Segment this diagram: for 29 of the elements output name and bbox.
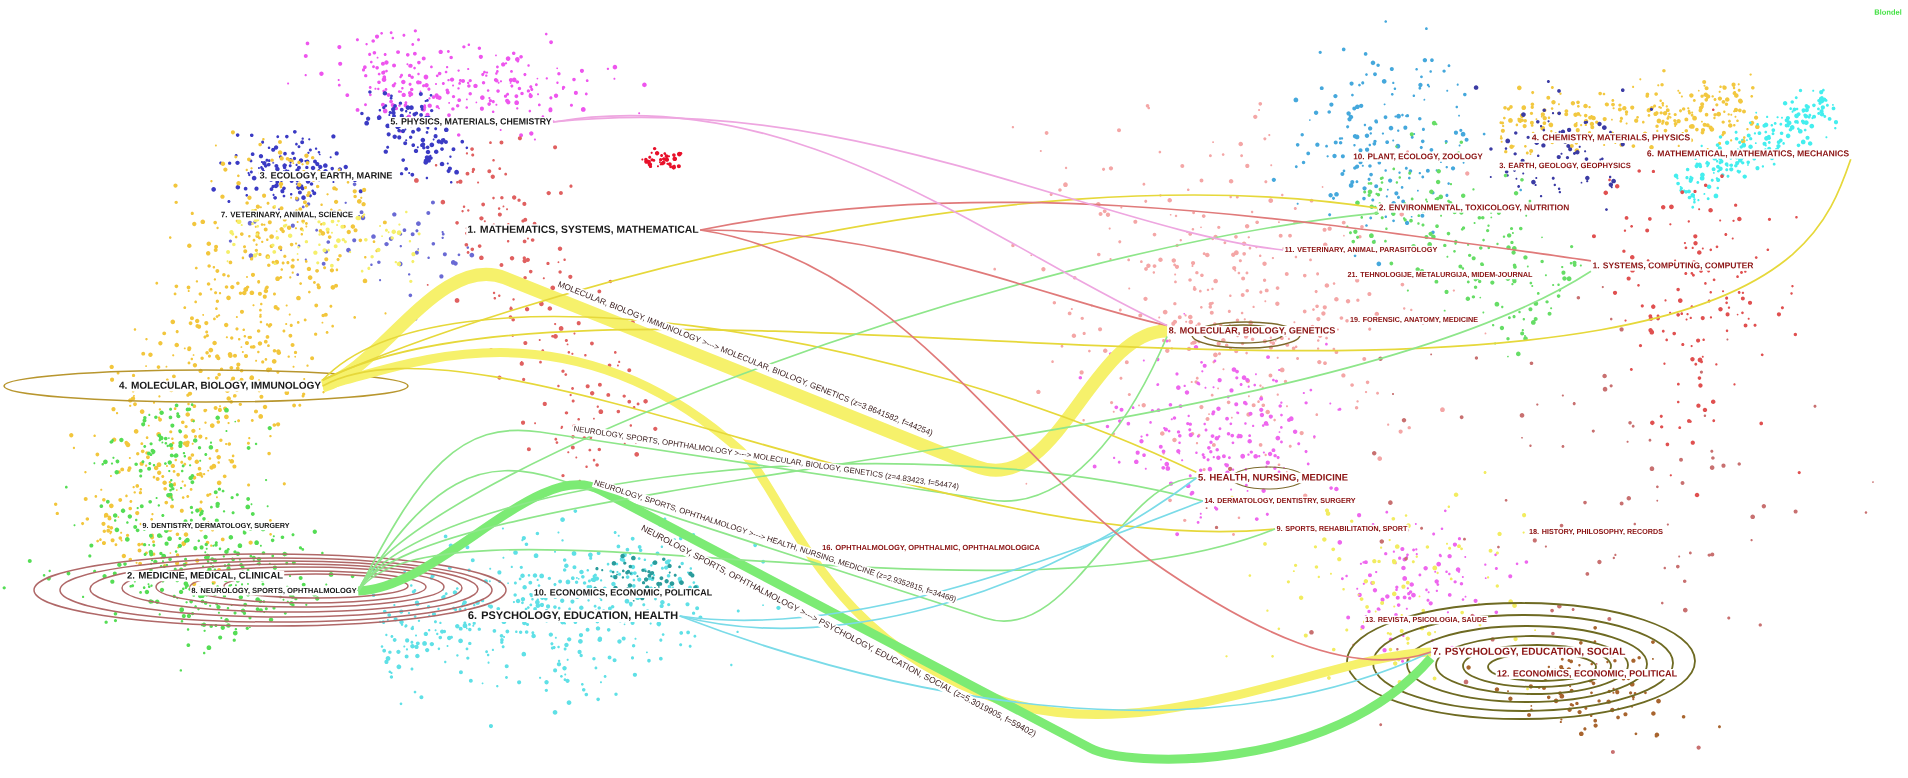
- cluster-label: 12. ECONOMICS, ECONOMIC, POLITICAL: [1495, 668, 1679, 680]
- cluster-label: 7. PSYCHOLOGY, EDUCATION, SOCIAL: [1431, 646, 1627, 658]
- citation-arc: [321, 368, 1276, 532]
- cluster-label: 4. CHEMISTRY, MATERIALS, PHYSICS: [1530, 133, 1692, 143]
- citation-arc: [678, 615, 1432, 711]
- cluster-label: 10. ECONOMICS, ECONOMIC, POLITICAL: [532, 587, 714, 599]
- citation-arc: [357, 480, 1435, 764]
- citation-arc: [321, 158, 1852, 381]
- cluster-label: 8. MOLECULAR, BIOLOGY, GENETICS: [1167, 325, 1337, 337]
- cluster-label: 10. PLANT, ECOLOGY, ZOOLOGY: [1352, 152, 1484, 162]
- citation-arc: [678, 500, 1204, 621]
- citation-arc: [357, 212, 1379, 592]
- citation-arc: [699, 229, 1168, 327]
- citation-arc: [357, 528, 1276, 592]
- cluster-label: 5. PHYSICS, MATERIALS, CHEMISTRY: [389, 117, 553, 127]
- cluster-label: 5. HEALTH, NURSING, MEDICINE: [1196, 472, 1350, 484]
- cluster-label: 2. MEDICINE, MEDICAL, CLINICAL: [125, 570, 285, 582]
- cluster-label: 2. ENVIRONMENTAL, TOXICOLOGY, NUTRITION: [1377, 203, 1571, 213]
- cluster-label: 6. PSYCHOLOGY, EDUCATION, HEALTH: [466, 610, 680, 622]
- citation-arc: [552, 116, 1284, 251]
- citation-arc: [321, 348, 1432, 719]
- cluster-label: 6. MATHEMATICAL, MATHEMATICS, MECHANICS: [1645, 149, 1851, 159]
- cluster-label: 3. ECOLOGY, EARTH, MARINE: [258, 170, 394, 182]
- citation-arc: [320, 268, 1169, 477]
- citation-arc: [699, 229, 1432, 661]
- cluster-label: 4. MOLECULAR, BIOLOGY, IMMUNOLOGY: [117, 380, 323, 392]
- citation-arc: [321, 315, 1198, 474]
- cluster-label: 1. MATHEMATICS, SYSTEMS, MATHEMATICAL: [466, 224, 700, 236]
- cluster-label: 1. SYSTEMS, COMPUTING, COMPUTER: [1591, 261, 1755, 271]
